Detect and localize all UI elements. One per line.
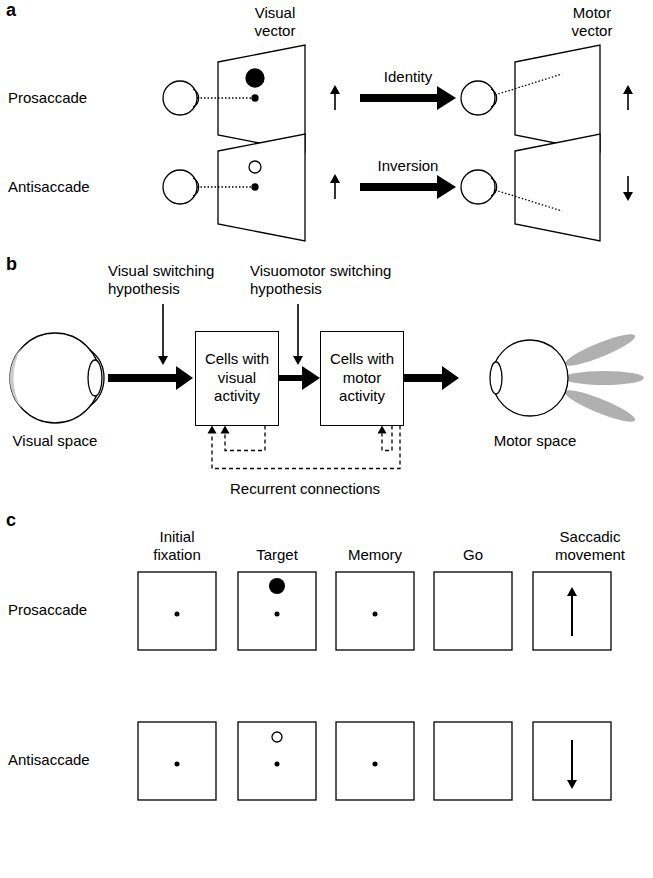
screen <box>218 134 305 241</box>
target-dot <box>269 578 285 594</box>
recurrent-connection <box>212 426 400 469</box>
target-dot <box>246 69 264 87</box>
eye <box>461 81 495 115</box>
epoch-heading: Memory <box>335 546 415 564</box>
fixation-dot <box>373 762 378 767</box>
fixation-dot <box>175 612 180 617</box>
screen <box>336 722 414 800</box>
gaze-line <box>495 74 562 95</box>
screen <box>434 722 512 800</box>
screen <box>533 722 611 800</box>
hypothesis-arrow <box>162 304 164 356</box>
screen <box>336 572 414 650</box>
gaze-line <box>197 186 252 187</box>
visual-vector-arrow <box>334 94 336 110</box>
eye-muscle <box>564 371 644 385</box>
row-label: Antisaccade <box>8 751 90 769</box>
screen <box>533 572 611 650</box>
eye-lens <box>88 360 102 396</box>
screen <box>138 572 216 650</box>
fixation-dot <box>252 95 258 101</box>
row-label: Prosaccade <box>8 89 87 107</box>
panel-b-art <box>10 304 644 427</box>
screen <box>238 572 316 650</box>
box-text: Cells with visual activity <box>202 350 272 406</box>
eye-muscle <box>562 385 638 426</box>
panel-letter: a <box>6 0 16 22</box>
gaze-line <box>495 190 562 211</box>
panel-c-art <box>138 572 611 800</box>
panel-letter: b <box>6 254 17 276</box>
saccade-arrow <box>571 740 573 780</box>
signal-arrow <box>279 375 302 381</box>
antisaccade-row-a <box>163 134 628 241</box>
space-label: Motor space <box>480 432 590 450</box>
eye-lens <box>491 89 497 107</box>
fixation-dot <box>373 612 378 617</box>
space-label: Visual space <box>5 432 105 450</box>
target-ring <box>272 732 282 742</box>
process-box: Cells with motor activity <box>320 331 404 426</box>
visual-vector-arrow <box>334 183 336 199</box>
panel-letter: c <box>6 510 16 532</box>
hypothesis-label: Visual switching hypothesis <box>108 262 233 298</box>
eye <box>163 170 197 204</box>
epoch-heading: Saccadic movement <box>550 528 630 564</box>
epoch-heading: Target <box>237 546 317 564</box>
gaze-line <box>197 97 252 98</box>
eye <box>461 170 495 204</box>
visual-eye <box>10 333 100 423</box>
fixation-dot <box>275 762 280 767</box>
fixation-dot <box>252 184 258 190</box>
fixation-dot <box>275 612 280 617</box>
eye <box>163 81 197 115</box>
eye-muscle <box>562 329 638 370</box>
hypothesis-arrow <box>297 304 299 356</box>
screen <box>434 572 512 650</box>
retina <box>10 347 22 409</box>
box-text: Cells with motor activity <box>327 350 397 406</box>
target-ring <box>249 161 261 173</box>
motor-vector-arrow <box>627 94 629 110</box>
screen <box>515 134 600 241</box>
eye-lens <box>491 178 497 196</box>
epoch-heading: Go <box>433 546 513 564</box>
input-arrow <box>108 366 193 390</box>
fixation-dot <box>175 762 180 767</box>
process-box: Cells with visual activity <box>195 331 279 426</box>
transform-label: Identity <box>358 68 458 86</box>
saccade-arrow <box>571 596 573 636</box>
recurrent-connection <box>225 426 265 451</box>
prosaccade-row-a <box>163 45 628 152</box>
motor-eye <box>492 340 568 416</box>
row-label: Antisaccade <box>8 178 90 196</box>
motor-vector-arrow <box>627 176 629 192</box>
column-heading: Visual vector <box>244 4 306 40</box>
eye-lens <box>490 362 502 394</box>
recurrent-connection <box>382 426 392 451</box>
identity-arrow <box>360 86 456 110</box>
screen <box>138 722 216 800</box>
row-label: Prosaccade <box>8 601 87 619</box>
transform-label: Inversion <box>358 157 458 175</box>
epoch-heading: Initial fixation <box>142 528 212 564</box>
connection-label: Recurrent connections <box>195 480 415 498</box>
hypothesis-label: Visuomotor switching hypothesis <box>250 262 422 298</box>
output-arrow <box>404 366 459 390</box>
screen <box>238 722 316 800</box>
inversion-arrow <box>360 175 456 199</box>
column-heading: Motor vector <box>561 4 623 40</box>
